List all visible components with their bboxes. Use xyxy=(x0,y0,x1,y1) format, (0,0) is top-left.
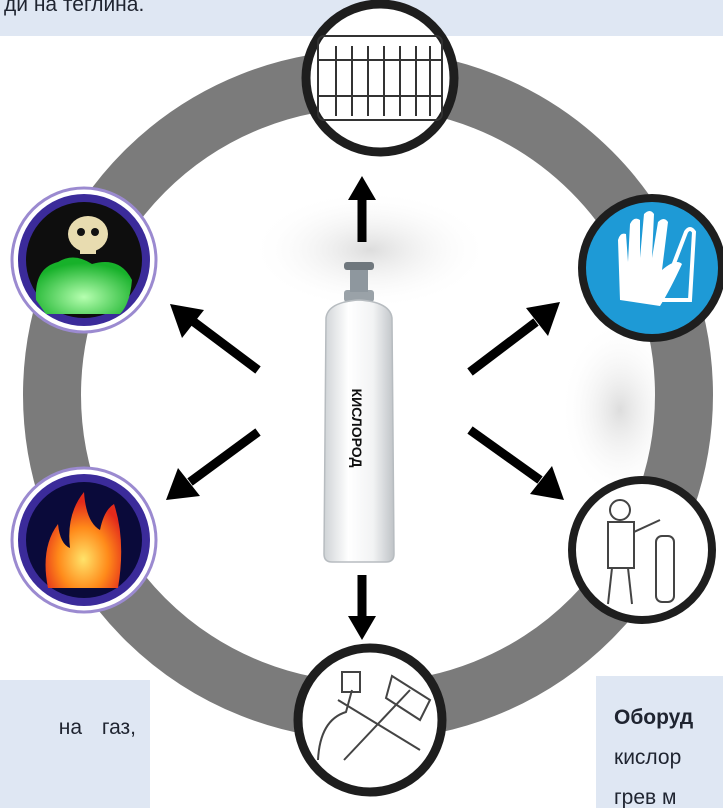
oxygen-cylinder: КИСЛОРОД xyxy=(323,262,395,563)
arrow-upper-left-head xyxy=(170,304,204,338)
left-text-box: на газ, xyxy=(0,680,150,808)
arrow-up-head xyxy=(348,176,376,200)
cylinders-storage-icon xyxy=(301,0,459,157)
toxic-skull-icon xyxy=(10,186,158,334)
cylinder-collar xyxy=(344,290,374,302)
protective-gloves-icon xyxy=(578,194,723,342)
arrows xyxy=(166,176,564,640)
right-box-line-2: кислор xyxy=(614,746,682,769)
cylinder-label: КИСЛОРОД xyxy=(349,389,365,468)
arrow-lower-left-head xyxy=(166,468,200,500)
cylinder-valve-handling-icon xyxy=(293,643,447,797)
right-box-line-1: Оборуд xyxy=(614,706,694,729)
fire-hazard-icon xyxy=(10,466,158,614)
arrow-lower-right xyxy=(467,426,543,484)
arrow-down-head xyxy=(348,616,376,640)
arrow-lower-right-head xyxy=(530,466,564,500)
welder-with-cylinder-icon xyxy=(568,476,716,624)
arrow-upper-left xyxy=(191,318,261,374)
cylinder-valve xyxy=(350,268,368,292)
glow-top xyxy=(250,190,490,310)
banner-text: ди на теглина. xyxy=(4,0,145,16)
right-box-line-3: грев м xyxy=(614,786,677,808)
cylinder-valve-handle xyxy=(344,262,374,270)
left-box-text: на газ, xyxy=(58,716,136,739)
arrow-upper-right xyxy=(467,318,539,376)
cylinder-body xyxy=(323,299,395,563)
arrow-upper-right-head xyxy=(526,302,560,336)
arrow-lower-left xyxy=(187,428,261,486)
right-text-box: Оборуд кислор грев м xyxy=(596,676,723,808)
